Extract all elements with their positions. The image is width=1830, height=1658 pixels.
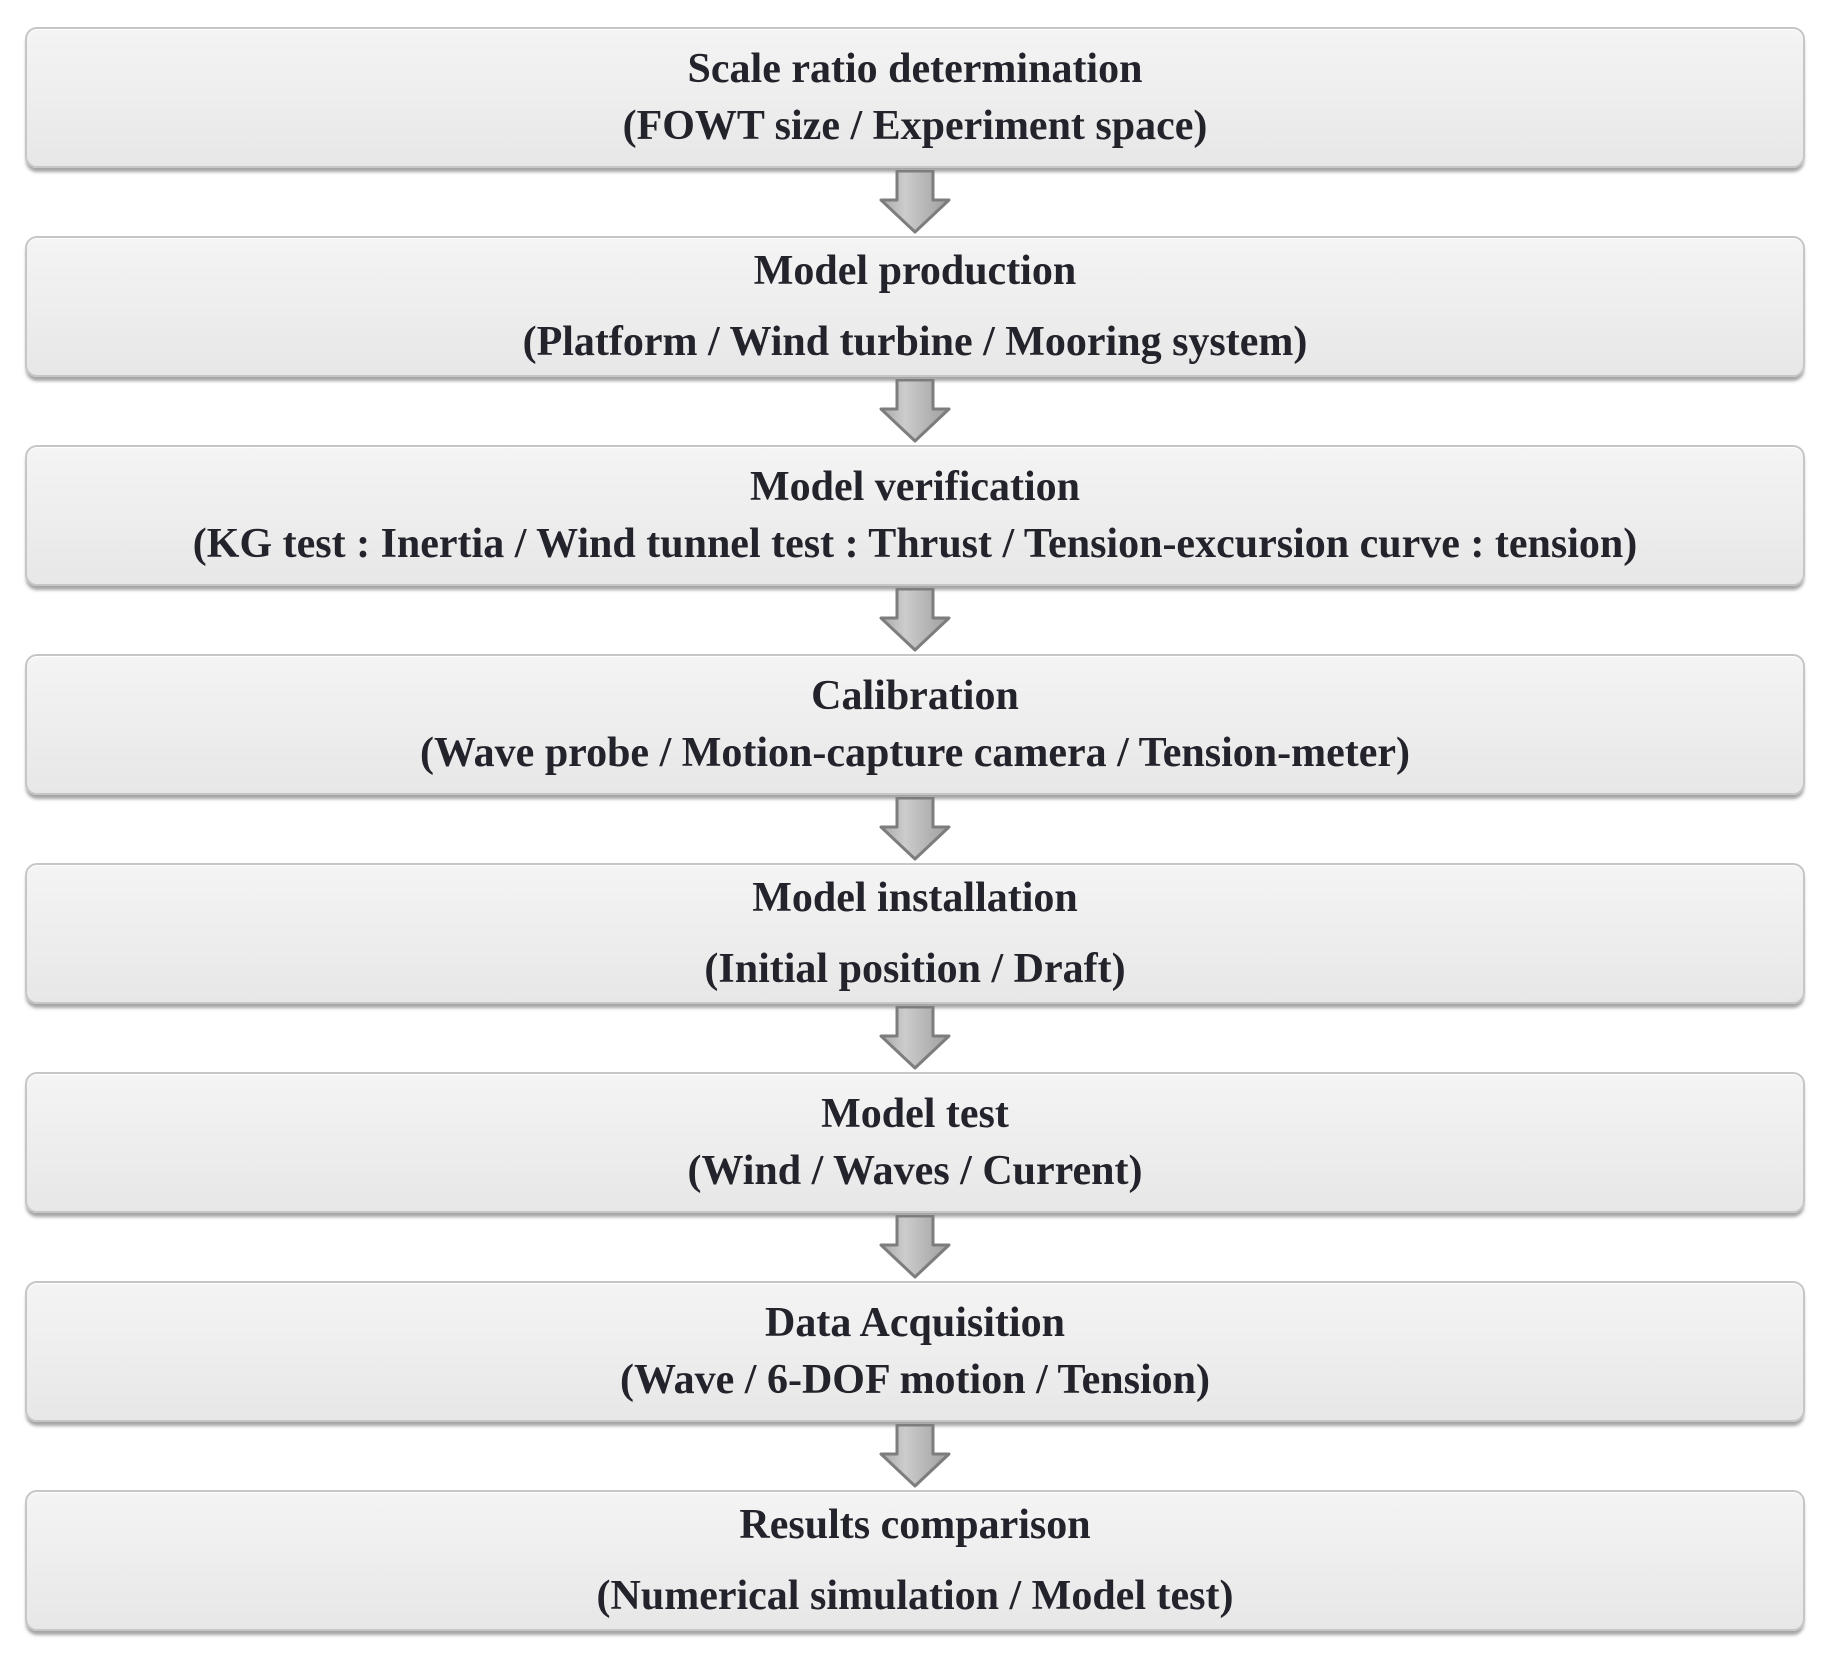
flow-step-model-verification: Model verification (KG test : Inertia / … xyxy=(25,445,1805,586)
connector-row xyxy=(25,1422,1805,1490)
connector-row xyxy=(25,377,1805,445)
down-arrow-icon xyxy=(879,1006,951,1070)
connector-row xyxy=(25,1213,1805,1281)
step-detail: (KG test : Inertia / Wind tunnel test : … xyxy=(192,520,1638,567)
step-detail: (FOWT size / Experiment space) xyxy=(622,102,1208,149)
down-arrow-icon xyxy=(879,797,951,861)
connector-row xyxy=(25,795,1805,863)
step-detail: (Platform / Wind turbine / Mooring syste… xyxy=(522,318,1308,365)
flow-step-model-test: Model test (Wind / Waves / Current) xyxy=(25,1072,1805,1213)
flow-step-results-comparison: Results comparison (Numerical simulation… xyxy=(25,1490,1805,1631)
step-detail: (Initial position / Draft) xyxy=(704,945,1126,992)
down-arrow-icon xyxy=(879,379,951,443)
step-detail: (Wave probe / Motion-capture camera / Te… xyxy=(420,729,1410,776)
step-title: Data Acquisition xyxy=(765,1300,1065,1347)
flow-step-calibration: Calibration (Wave probe / Motion-capture… xyxy=(25,654,1805,795)
connector-row xyxy=(25,586,1805,654)
connector-row xyxy=(25,168,1805,236)
step-title: Results comparison xyxy=(739,1502,1091,1549)
step-title: Model verification xyxy=(749,464,1081,511)
step-title: Model installation xyxy=(752,875,1078,922)
flow-step-model-installation: Model installation (Initial position / D… xyxy=(25,863,1805,1004)
flow-step-scale-ratio: Scale ratio determination (FOWT size / E… xyxy=(25,27,1805,168)
down-arrow-icon xyxy=(879,170,951,234)
down-arrow-icon xyxy=(879,1424,951,1488)
step-title: Model test xyxy=(821,1091,1009,1138)
flow-step-data-acquisition: Data Acquisition (Wave / 6-DOF motion / … xyxy=(25,1281,1805,1422)
step-detail: (Numerical simulation / Model test) xyxy=(596,1572,1234,1619)
step-detail: (Wave / 6-DOF motion / Tension) xyxy=(620,1356,1210,1403)
step-title: Scale ratio determination xyxy=(687,46,1143,93)
connector-row xyxy=(25,1004,1805,1072)
step-title: Model production xyxy=(753,248,1077,295)
down-arrow-icon xyxy=(879,1215,951,1279)
flow-step-model-production: Model production (Platform / Wind turbin… xyxy=(25,236,1805,377)
step-title: Calibration xyxy=(811,673,1019,720)
step-detail: (Wind / Waves / Current) xyxy=(687,1147,1143,1194)
down-arrow-icon xyxy=(879,588,951,652)
